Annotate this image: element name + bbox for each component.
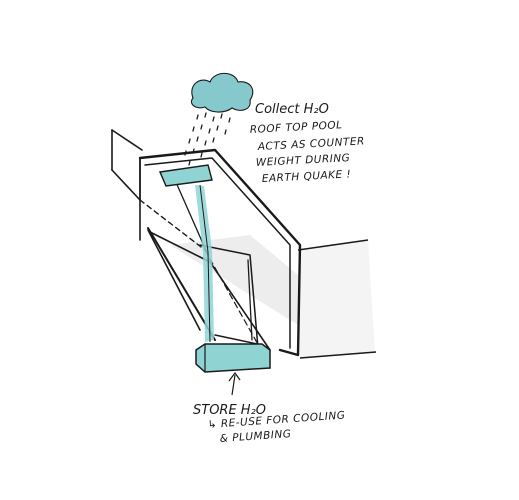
collect-line-2: ROOF TOP POOL (250, 119, 343, 136)
storage-tank (195, 343, 271, 373)
collect-line-5: EARTH QUAKE ! (262, 168, 352, 185)
collect-line-4: WEIGHT DURING (256, 152, 351, 169)
rain-cloud-icon (190, 72, 254, 113)
roof-pool (158, 164, 213, 187)
water-shaft (195, 184, 214, 343)
collect-annotation: Collect H₂O ROOF TOP POOL ACTS AS COUNTE… (250, 102, 366, 185)
collect-line-1: Collect H₂O (255, 102, 329, 117)
rain-drops (184, 112, 231, 166)
collect-line-3: ACTS AS COUNTER (257, 135, 366, 153)
store-line-1: STORE H₂O (193, 403, 266, 418)
right-wall (297, 239, 377, 359)
left-wall (111, 129, 201, 331)
store-annotation: STORE H₂O ↳ RE-USE FOR COOLING & PLUMBIN… (193, 403, 346, 445)
store-line-3: & PLUMBING (219, 428, 291, 445)
building (138, 148, 302, 357)
tank-arrow (228, 371, 241, 396)
